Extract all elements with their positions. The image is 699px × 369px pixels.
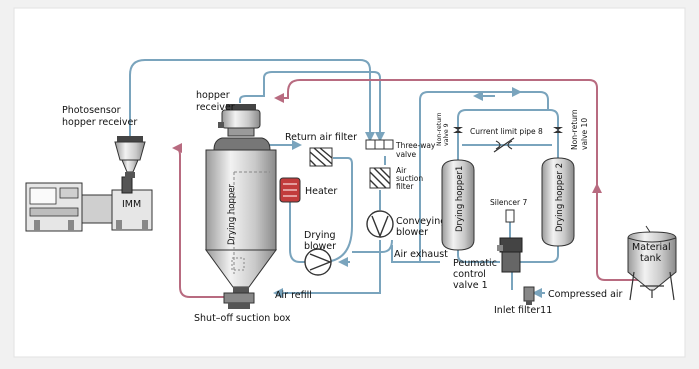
shutoff-box-label: Shut–off suction box [194,313,291,324]
pipe-tank-up [596,190,648,281]
drying-hopper-label: Drying hopper [227,183,237,245]
material-tank-label-2: tank [640,253,662,264]
drying-hopper-1 [441,159,475,251]
photosensor-label-2: hopper receiver [62,117,137,128]
pipe-shutoff-to-photosensor [172,143,226,298]
non-return-9-label-1: Non-return [436,112,443,146]
conveying-blower [366,210,394,238]
return-air-filter [309,147,333,167]
three-way-valve-label-2: valve [396,150,417,159]
silencer [505,209,515,223]
pipe-tower1-bottom [457,248,500,263]
pipe-top-red [274,79,598,190]
drying-blower [304,248,332,276]
air-suction-label-3: filter [396,182,414,191]
air-suction-filter [369,167,391,189]
return-air-filter-label: Return air filter [285,132,357,143]
pipe-air-refill [273,240,381,298]
conveying-blower-label-1: Conveying [396,216,446,227]
silencer-label: Silencer 7 [490,198,528,207]
blue-air-lines [129,59,559,298]
pneumatic-control-valve [497,237,523,273]
material-tank [627,225,677,301]
hopper-receiver-label-1: hopper [196,90,230,101]
photosensor-label-1: Photosensor [62,105,121,116]
hopper-receiver-label-2: receiver [196,102,235,113]
non-return-10-label-1: Non-return [570,109,579,150]
non-return-valve-9 [453,127,463,133]
compressed-air-label: Compressed air [548,289,623,300]
pneumatic-label-3: valve 1 [453,280,488,291]
pneumatic-label-1: Peumatic [453,258,497,269]
current-limit-label: Current limit pipe 8 [470,127,543,136]
drying-hopper [205,104,277,309]
pipe-receiver-to-valve [239,71,385,142]
red-material-lines [172,79,648,298]
air-suction-label-2: suction [396,174,423,183]
heater-label: Heater [305,186,337,197]
non-return-9-label-2: valve 9 [443,123,450,146]
current-limit-symbol [493,137,515,153]
drying-hopper-2 [541,157,575,247]
pipe-blower-out [352,239,393,253]
conveying-blower-label-2: blower [396,227,428,238]
drying-hopper-2-label: Drying hopper 2 [555,163,565,232]
material-tank-label-1: Material [632,242,671,253]
pneumatic-label-2: control [453,269,486,280]
heater [279,177,301,203]
pipe-air-exhaust [391,245,440,263]
drying-hopper-1-label: Drying hopper1 [455,166,465,232]
three-way-valve [365,139,394,150]
drying-blower-label-2: blower [304,241,336,252]
pipe-photosensor-to-valve [129,59,375,142]
air-suction-label-1: Air [396,166,407,175]
non-return-10-label-2: valve 10 [580,118,589,150]
inlet-filter-label: Inlet filter11 [494,305,552,316]
air-refill-label: Air refill [275,290,312,301]
imm-label: IMM [122,199,141,210]
pipe-header-drop [520,91,549,110]
pipe-tower-top [457,109,559,163]
drying-blower-label-1: Drying [304,230,336,241]
non-return-valve-10 [553,127,563,133]
inlet-filter [523,286,535,305]
pipe-tower2-bottom [520,244,559,263]
pipe-to-tower-header [419,87,522,262]
air-exhaust-label: Air exhaust [394,249,448,260]
imm-machine [25,176,153,232]
three-way-valve-label-1: Three-way [395,141,436,150]
photosensor-hopper-receiver [114,136,146,178]
